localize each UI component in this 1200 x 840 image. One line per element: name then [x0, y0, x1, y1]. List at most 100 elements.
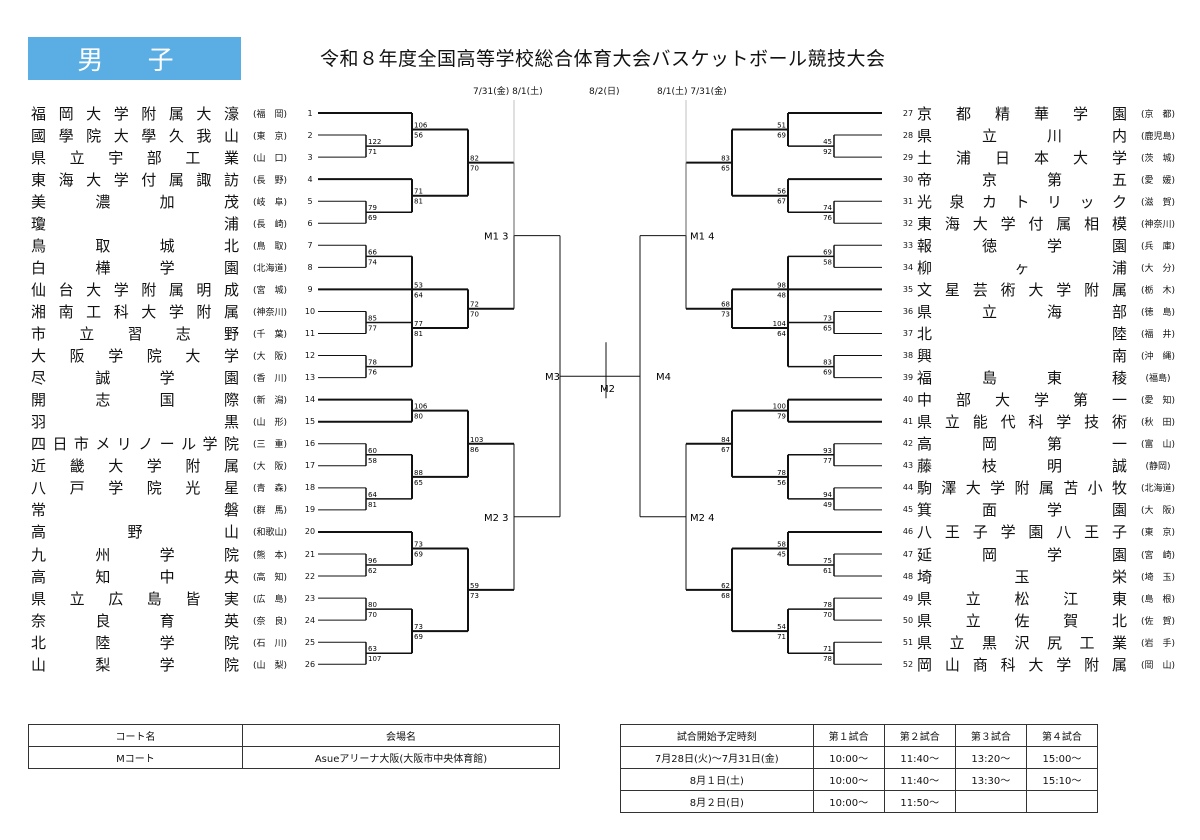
match-score: 93 [823, 447, 832, 455]
match-score: 72 [470, 301, 479, 309]
team-name: 興南 [917, 347, 1127, 366]
team-name: 福島東稜 [917, 369, 1127, 388]
match-score: 54 [777, 623, 786, 631]
team-row: 美濃加茂(岐 阜)5 [31, 190, 319, 212]
schedule-row: 8月１日(土) 10:00～ 11:40～ 13:30～ 15:10～ [620, 768, 1099, 791]
team-name: 県立黒沢尻工業 [917, 633, 1127, 652]
match-score: 74 [368, 258, 377, 266]
team-prefecture: (鳥 取) [252, 241, 288, 252]
match-score: 56 [414, 132, 423, 140]
team-prefecture: (大 阪) [1140, 506, 1176, 517]
match-score: 76 [823, 214, 832, 222]
team-name: 瓊浦 [31, 214, 239, 233]
team-row: 奈良育英(奈 良)24 [31, 609, 319, 631]
team-seed: 26 [304, 659, 316, 669]
team-seed: 5 [307, 196, 313, 206]
match-score: 70 [368, 611, 377, 619]
team-row: 羽黒(山 形)15 [31, 411, 319, 433]
match-score: 81 [368, 501, 377, 509]
team-prefecture: (奈 良) [252, 616, 288, 627]
match-score: 67 [721, 446, 730, 454]
team-seed: 40 [902, 395, 914, 405]
match-score: 106 [414, 403, 428, 411]
team-prefecture: (埼 玉) [1140, 572, 1176, 583]
match-score: 78 [777, 469, 786, 477]
schedule-cell: 7月28日(火)～7月31日(金) [620, 746, 814, 769]
schedule-cell: 13:30～ [954, 768, 1027, 791]
team-seed: 7 [307, 240, 313, 250]
team-seed: 16 [304, 439, 316, 449]
match-score: 81 [414, 198, 423, 206]
team-prefecture: (沖 縄) [1140, 352, 1176, 363]
match-score: 71 [414, 188, 423, 196]
team-seed: 51 [902, 637, 914, 647]
team-name: 白樺学園 [31, 258, 239, 277]
match-score: 73 [470, 592, 479, 600]
team-row: 國學院大學久我山(東 京)2 [31, 124, 319, 146]
team-name: 埼玉栄 [917, 567, 1127, 586]
team-seed: 31 [902, 196, 914, 206]
team-seed: 30 [902, 174, 914, 184]
team-prefecture: (熊 本) [252, 550, 288, 561]
team-seed: 41 [902, 417, 914, 427]
team-row: 瓊浦(長 崎)6 [31, 212, 319, 234]
team-seed: 4 [307, 174, 313, 184]
schedule-header: 試合開始予定時刻 [620, 724, 814, 747]
team-name: 県立松江東 [917, 589, 1127, 608]
team-prefecture: (山 梨) [252, 660, 288, 671]
team-seed: 14 [304, 395, 316, 405]
match-score: 85 [368, 314, 377, 322]
team-prefecture: (新 潟) [252, 396, 288, 407]
match-score: 69 [777, 132, 786, 140]
team-seed: 28 [902, 130, 914, 140]
team-seed: 34 [902, 262, 914, 272]
team-name: 東海大学付属諏訪 [31, 170, 239, 189]
match-label: M3 [545, 372, 560, 383]
team-prefecture: (富 山) [1140, 440, 1176, 451]
team-row: 大阪学院大学(大 阪)12 [31, 345, 319, 367]
match-score: 71 [368, 148, 377, 156]
team-name: 九州学院 [31, 545, 239, 564]
team-prefecture: (高 知) [252, 572, 288, 583]
match-score: 59 [470, 582, 479, 590]
match-score: 48 [777, 291, 786, 299]
team-prefecture: (千 葉) [252, 330, 288, 340]
team-prefecture: (茨 城) [1140, 153, 1176, 164]
match-score: 73 [414, 540, 423, 548]
team-row: 八戸学院光星(青 森)18 [31, 477, 319, 499]
team-name: 高野山 [31, 523, 239, 542]
match-score: 75 [823, 557, 832, 565]
tournament-bracket: 1227179696674857778766058648196628070631… [318, 100, 882, 665]
team-row: 白樺学園(北海道)8 [31, 256, 319, 278]
schedule-cell: 10:00～ [812, 790, 885, 813]
team-seed: 12 [304, 351, 316, 361]
team-row: 高知中央(高 知)22 [31, 565, 319, 587]
match-score: 122 [368, 138, 381, 146]
match-label: M2 4 [690, 513, 715, 524]
match-score: 71 [777, 633, 786, 641]
schedule-cell [954, 790, 1027, 813]
schedule-row: 7月28日(火)～7月31日(金) 10:00～ 11:40～ 13:20～ 1… [620, 746, 1099, 769]
team-seed: 44 [902, 483, 914, 493]
team-seed: 47 [902, 549, 914, 559]
team-prefecture: (兵 庫) [1140, 241, 1176, 252]
team-seed: 22 [304, 571, 316, 581]
team-prefecture: (福島) [1145, 374, 1171, 385]
team-seed: 38 [902, 351, 914, 361]
match-score: 83 [721, 155, 730, 163]
match-score: 53 [414, 281, 423, 289]
match-label: M1 3 [484, 232, 509, 243]
team-name: 開志国際 [31, 391, 239, 410]
match-score: 70 [823, 611, 832, 619]
team-name: 箕面学園 [917, 501, 1127, 520]
team-row: 県立広島皆実(広 島)23 [31, 587, 319, 609]
match-score: 77 [414, 320, 423, 328]
